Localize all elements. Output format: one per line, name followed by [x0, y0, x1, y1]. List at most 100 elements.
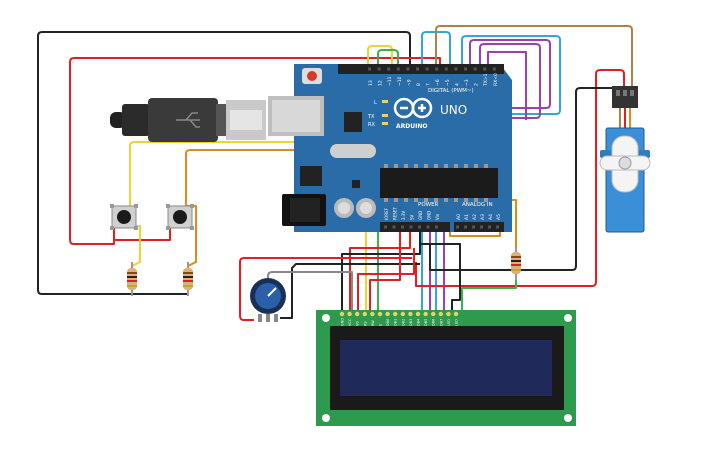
wire-green-lcd[interactable]	[461, 276, 517, 312]
power-pin-label-hole-0[interactable]	[384, 225, 387, 229]
analog-pin-label-hole-4[interactable]	[488, 225, 491, 229]
wire-blue-2[interactable]	[435, 35, 561, 312]
lcd-pin-8[interactable]	[400, 311, 405, 317]
digital-pin-label-hole-5[interactable]	[416, 67, 419, 71]
wire-red-pot[interactable]	[239, 257, 412, 321]
lcd-pin-14[interactable]	[446, 311, 451, 317]
power-pin-label-5: GND	[427, 211, 432, 220]
wire-red-servo[interactable]	[415, 69, 625, 287]
lcd-pin-2[interactable]	[355, 311, 360, 317]
analog-pin-label-hole-0[interactable]	[456, 225, 459, 229]
pushbutton-2[interactable]	[166, 204, 194, 230]
micro-servo[interactable]	[599, 86, 651, 233]
digital-pin-label-hole-13[interactable]	[492, 67, 496, 71]
digital-pin-label-hole-2[interactable]	[387, 67, 391, 71]
analog-pin-label-hole-3[interactable]	[480, 225, 483, 229]
wire-red-button2[interactable]	[113, 226, 171, 241]
lcd-pin-7[interactable]	[393, 311, 398, 317]
digital-pin-label-13: RX<0	[493, 73, 499, 86]
digital-pin-label-hole-8[interactable]	[444, 67, 448, 71]
arduino-brand: ARDUINO	[396, 123, 427, 130]
wire-red-5v[interactable]	[349, 230, 411, 312]
digital-pin-label-6: 7	[426, 83, 432, 86]
lcd-screen	[340, 340, 552, 396]
power-pin-label-hole-6[interactable]	[435, 225, 438, 229]
resistor-2[interactable]	[183, 262, 193, 296]
digital-pin-label-hole-4[interactable]	[406, 67, 410, 71]
lcd-pin-3[interactable]	[362, 311, 367, 317]
wire-red-lcd2[interactable]	[369, 230, 401, 312]
analog-pin-label-hole-5[interactable]	[496, 225, 499, 229]
led-rx-label: RX	[368, 122, 375, 128]
wire-gray-pot[interactable]	[267, 271, 353, 312]
digital-header	[338, 64, 504, 74]
lcd-pin-0[interactable]	[339, 311, 345, 317]
potentiometer[interactable]	[250, 278, 286, 322]
wire-yellow-pin12[interactable]	[367, 45, 393, 66]
lcd-pin-label-14: LED	[447, 319, 451, 326]
wire-red-left-loop[interactable]	[69, 57, 441, 245]
lcd-pin-13[interactable]	[438, 311, 443, 317]
wire-brown-servo[interactable]	[435, 25, 633, 88]
power-pin-label-hole-2[interactable]	[401, 225, 404, 229]
analog-pin-label-4: A4	[488, 214, 494, 220]
wire-green-pin11[interactable]	[377, 49, 399, 312]
lcd-pin-11[interactable]	[423, 311, 428, 317]
lcd-pin-label-3: RS	[363, 321, 367, 326]
servo-connector	[612, 86, 638, 108]
lcd-pin-label-12: DB6	[432, 319, 436, 326]
digital-pin-label-hole-10[interactable]	[464, 67, 467, 71]
digital-pin-label-hole-3[interactable]	[396, 67, 400, 71]
atmega-chip	[380, 168, 498, 198]
lcd-pin-4[interactable]	[370, 311, 375, 317]
power-pin-label-hole-5[interactable]	[426, 225, 430, 229]
power-pin-label-hole-3[interactable]	[409, 225, 413, 229]
analog-header	[454, 222, 504, 232]
lcd-pin-5[interactable]	[377, 311, 383, 317]
digital-pin-label-hole-0[interactable]	[368, 67, 371, 71]
lcd-pin-15[interactable]	[453, 311, 459, 317]
wire-black-left-loop[interactable]	[37, 31, 411, 295]
resistor-1[interactable]	[127, 262, 137, 296]
analog-pin-label-hole-1[interactable]	[464, 225, 467, 229]
lcd-pin-12[interactable]	[431, 311, 436, 317]
resistor-3[interactable]	[511, 248, 521, 280]
digital-pin-label-hole-12[interactable]	[483, 67, 487, 71]
wire-purple-1[interactable]	[429, 39, 551, 312]
analog-pin-label-5: A5	[496, 214, 502, 220]
wire-black-lcd[interactable]	[420, 243, 461, 312]
wire-purple-3[interactable]	[487, 51, 527, 120]
wire-black-gnd[interactable]	[341, 230, 421, 312]
analog-pin-label-0: A0	[456, 214, 462, 220]
wire-yellow-button1[interactable]	[129, 141, 421, 206]
digital-pin-label-hole-1[interactable]	[377, 67, 381, 71]
lcd-pin-9[interactable]	[408, 311, 413, 317]
digital-pin-label-hole-11[interactable]	[473, 67, 477, 71]
digital-pin-label-hole-6[interactable]	[425, 67, 429, 71]
arduino-logo	[393, 97, 433, 119]
lcd-pin-1[interactable]	[347, 311, 352, 317]
lcd-mount-hole-bl	[322, 414, 330, 422]
lcd-pin-10[interactable]	[415, 311, 421, 317]
wire-purple-2[interactable]	[443, 43, 541, 312]
pushbutton-1[interactable]	[110, 204, 138, 230]
analog-pin-label-hole-2[interactable]	[472, 225, 475, 229]
digital-pin-label-hole-7[interactable]	[435, 67, 439, 71]
wire-red-lcd[interactable]	[357, 248, 415, 312]
digital-pin-label-2: ~11	[387, 76, 393, 86]
wire-black-pot[interactable]	[280, 263, 420, 319]
power-pin-label-hole-4[interactable]	[418, 225, 421, 229]
usb-cable	[110, 98, 266, 142]
analog-pin-label-2: A2	[472, 214, 478, 220]
digital-pin-label-hole-9[interactable]	[454, 67, 458, 71]
wire-black-servo[interactable]	[429, 87, 616, 271]
digital-pin-label-4: ~9	[406, 79, 412, 86]
lcd-pin-6[interactable]	[385, 311, 390, 317]
power-pin-label-hole-1[interactable]	[392, 225, 396, 229]
wire-orange-button2[interactable]	[185, 149, 420, 206]
